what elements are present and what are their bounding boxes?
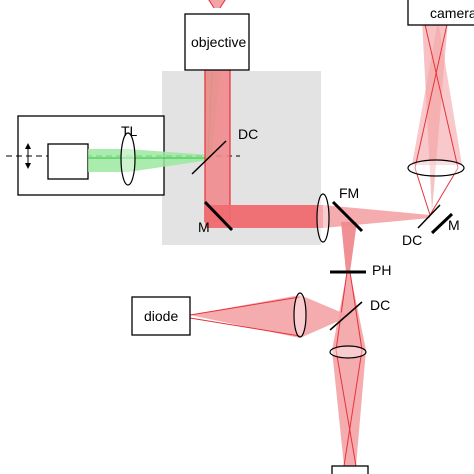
detector-lens <box>329 345 367 359</box>
mirror-right <box>430 212 454 235</box>
relay-lens <box>316 193 330 243</box>
red-beam-camera-path <box>412 19 462 216</box>
label-dc-top: DC <box>238 126 258 142</box>
label-fm: FM <box>339 185 359 201</box>
dichroic-right <box>417 204 441 229</box>
label-m-right: M <box>448 217 460 233</box>
camera-label: camera <box>430 5 474 21</box>
diode-box <box>131 296 191 336</box>
label-tl: TL <box>121 123 138 139</box>
label-dc-bottom: DC <box>370 297 390 313</box>
diode-label: diode <box>144 308 178 324</box>
camera-box <box>407 0 474 26</box>
tube-lens-tl <box>120 132 136 186</box>
laser-source <box>47 143 89 180</box>
red-beam-down <box>341 222 357 272</box>
objective-tip <box>208 0 226 9</box>
label-ph: PH <box>372 262 391 278</box>
translation-arrow-icon <box>25 143 31 169</box>
detector-box <box>331 465 369 474</box>
label-m-left: M <box>198 219 210 235</box>
red-beam-to-diode <box>190 295 350 338</box>
dichroic-bottom <box>329 301 363 331</box>
red-beam-vertical <box>205 70 230 222</box>
diode-lens <box>293 292 307 338</box>
red-beam-horizontal <box>205 205 323 228</box>
green-beam <box>88 149 210 172</box>
objective-box <box>184 13 250 71</box>
flip-mirror <box>331 200 364 233</box>
objective-label: objective <box>191 34 246 50</box>
camera-lens <box>407 159 465 177</box>
label-dc-right: DC <box>402 232 422 248</box>
mirror-left <box>203 200 234 232</box>
dichroic-top <box>191 140 227 175</box>
red-beam-to-detector <box>332 350 366 466</box>
red-beam-down-lower <box>332 272 366 350</box>
